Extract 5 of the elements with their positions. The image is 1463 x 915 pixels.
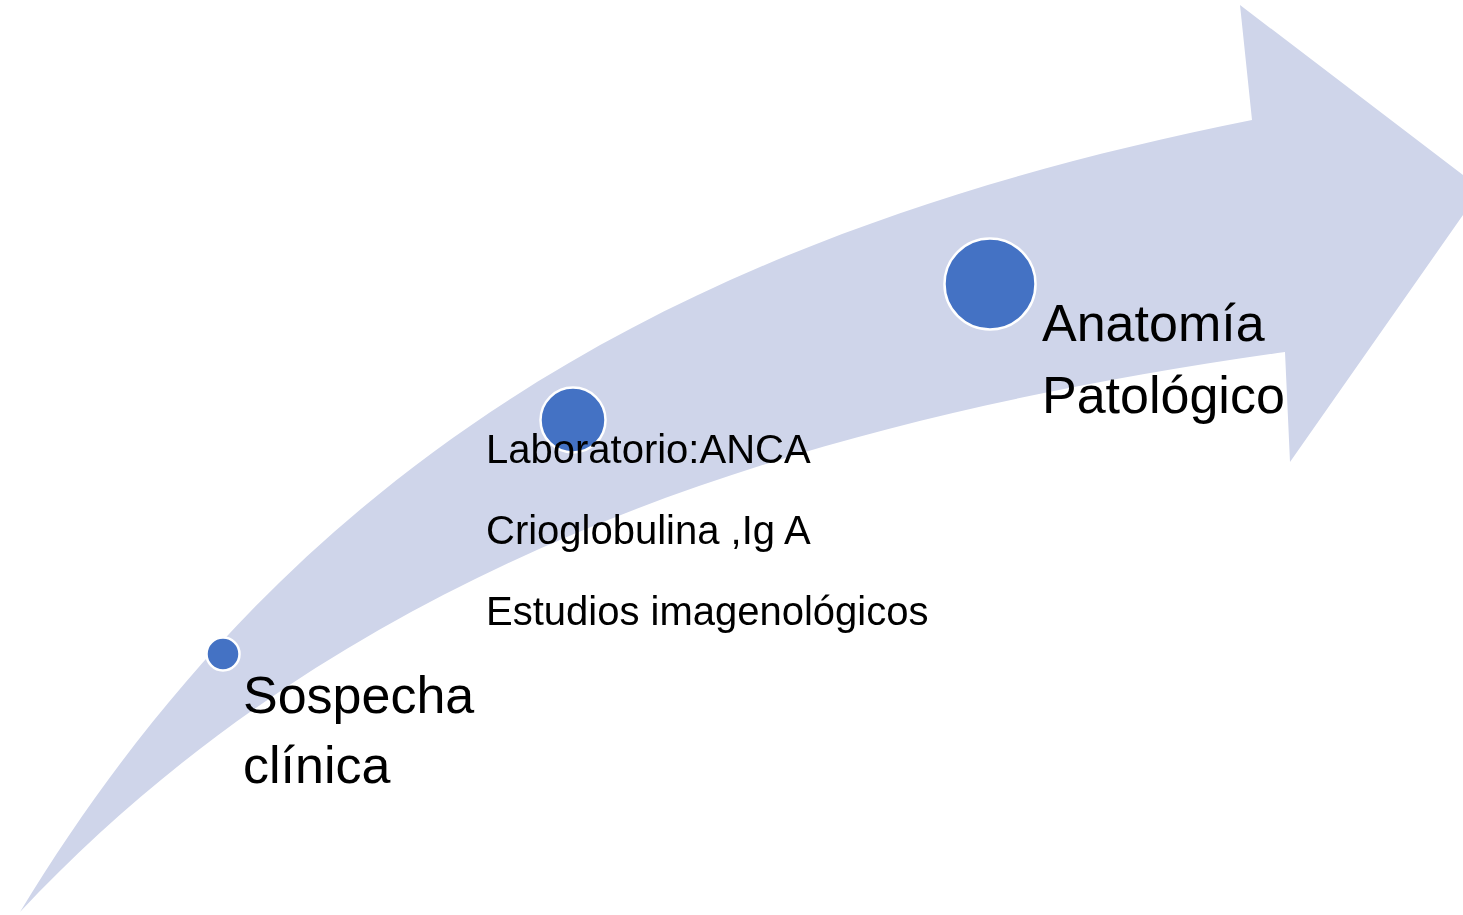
step-label: Sospecha clínica [243, 665, 476, 796]
step-label: Crioglobulina ,Ig A [486, 507, 812, 554]
step-label: Laboratorio:ANCA [486, 426, 812, 473]
step-label: Anatomía Patológico [1042, 293, 1286, 426]
step-label: Estudios imagenológicos [486, 588, 930, 635]
